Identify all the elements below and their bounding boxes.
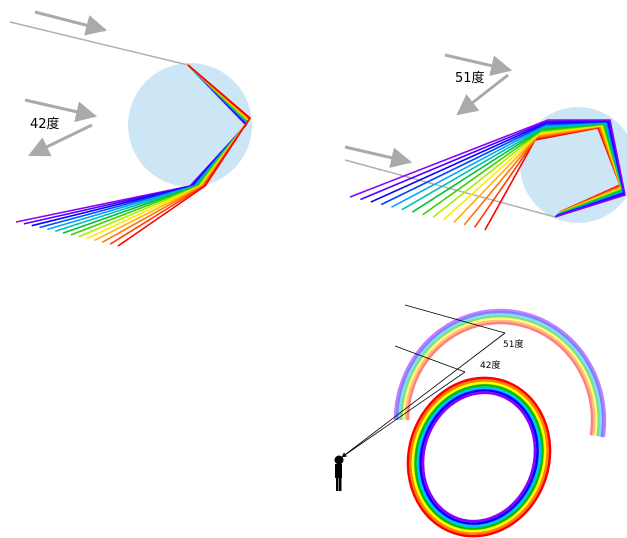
primary-angle-label: 42度 (30, 116, 60, 132)
water-droplet-primary (128, 63, 252, 187)
secondary-ray-0 (349, 119, 626, 218)
secondary-arc-band-0 (393, 308, 607, 438)
primary-ring-band-3 (414, 384, 544, 530)
primary-ray-0 (117, 64, 251, 247)
primary-rainbow-ring (406, 376, 552, 538)
primary-rainbow-panel: 42度 (9, 10, 252, 247)
primary-ring-band-5 (419, 389, 539, 525)
secondary-sightline (341, 332, 506, 458)
primary-ring-band-2 (411, 381, 547, 533)
secondary-arc-band-3 (400, 315, 600, 437)
small-primary-angle-label: 42度 (480, 359, 500, 371)
secondary-angle-label: 51度 (455, 70, 485, 86)
sun-direction-line-upper (404, 304, 506, 334)
secondary-arc-band-4 (402, 317, 598, 437)
secondary-arc-band-5 (404, 319, 596, 436)
dispersed-rays-primary (15, 64, 251, 247)
incoming-angle-arrow-secondary (444, 53, 513, 76)
sunlight-direction-arrow (34, 10, 108, 36)
secondary-rainbow-arc (393, 308, 607, 438)
secondary-arc-band-6 (406, 321, 594, 436)
incoming-sunlight-ray (9, 21, 189, 66)
sun-direction-line-lower (394, 345, 466, 373)
outgoing-angle-arrow (28, 123, 93, 157)
observer-view-panel: 51度 42度 (334, 304, 607, 538)
primary-ring-band-0 (406, 376, 552, 538)
primary-ring-band-6 (421, 391, 537, 523)
primary-ring-band-4 (416, 386, 542, 528)
primary-ring-band-1 (409, 379, 549, 535)
primary-sightline (341, 371, 466, 458)
incoming-angle-arrow (24, 98, 98, 123)
secondary-arc-band-1 (396, 311, 605, 438)
outgoing-angle-arrow-secondary (456, 73, 509, 116)
small-secondary-angle-label: 51度 (503, 338, 523, 350)
observer-figure (334, 455, 344, 491)
sunlight-direction-arrow-secondary (344, 145, 413, 168)
secondary-arc-band-2 (398, 313, 602, 437)
secondary-rainbow-panel: 51度 (344, 53, 627, 231)
dispersed-rays-secondary (349, 119, 626, 231)
